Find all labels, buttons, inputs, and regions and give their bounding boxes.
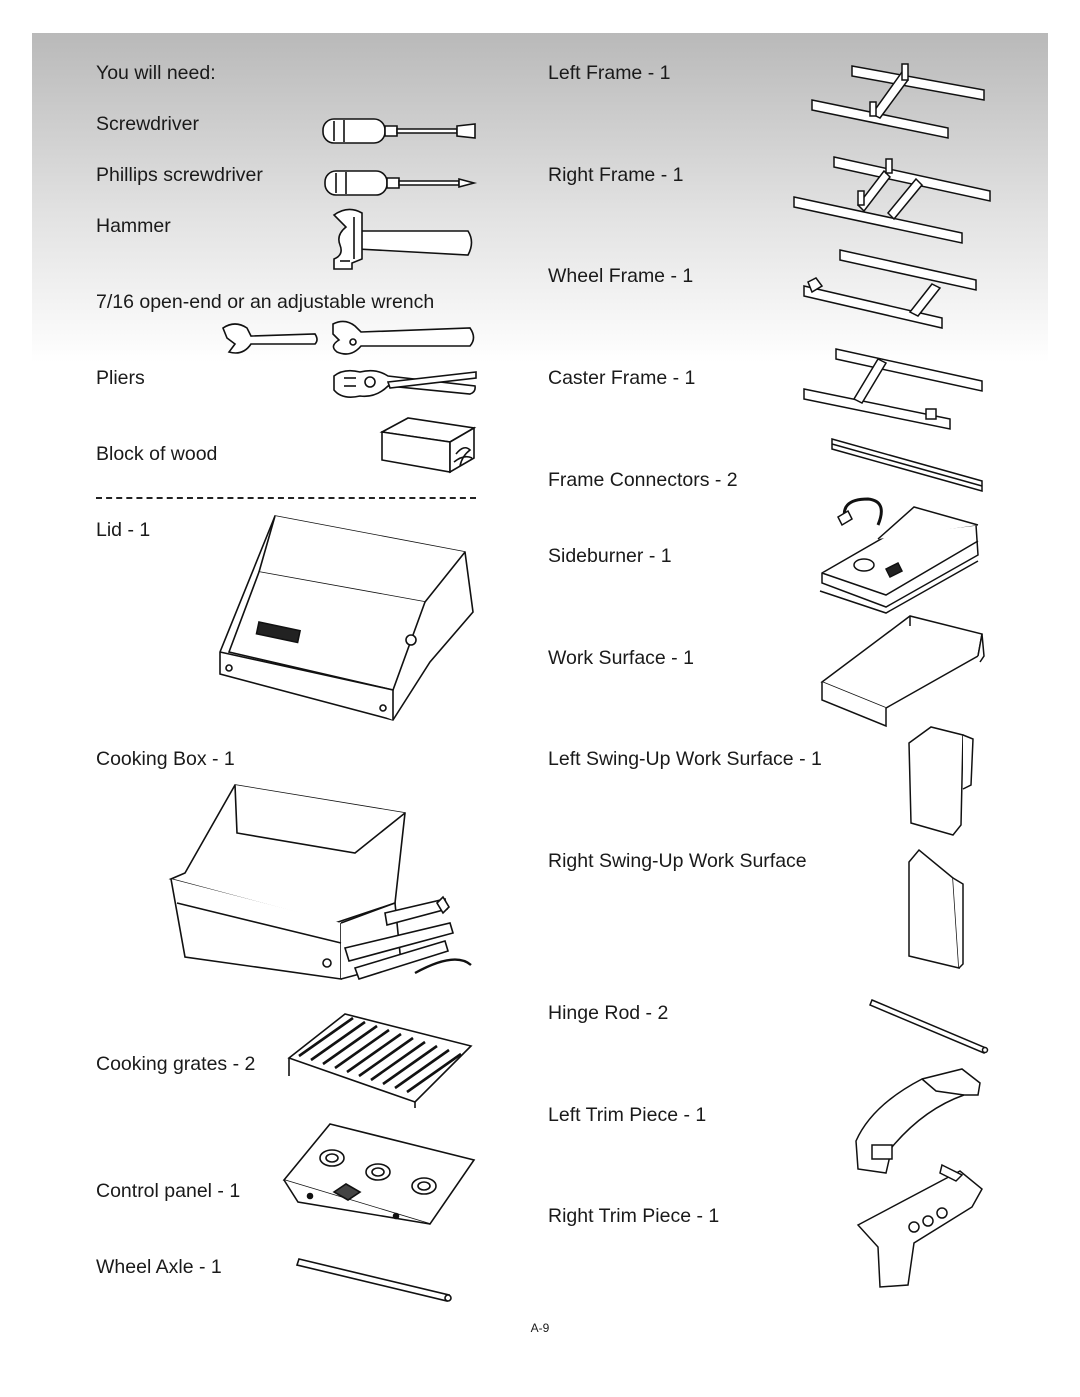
lid-icon (215, 512, 480, 724)
left-swing-up-label: Left Swing-Up Work Surface - 1 (548, 748, 822, 770)
pliers-icon (330, 362, 480, 404)
right-frame-icon (790, 155, 994, 245)
left-trim-label: Left Trim Piece - 1 (548, 1104, 707, 1126)
wheel-frame-icon (800, 246, 980, 332)
hammer-label: Hammer (96, 215, 171, 237)
right-swing-up-label: Right Swing-Up Work Surface (548, 850, 807, 872)
hinge-rod-label: Hinge Rod - 2 (548, 1002, 669, 1024)
cooking-box-label: Cooking Box - 1 (96, 748, 235, 770)
control-panel-label: Control panel - 1 (96, 1180, 241, 1202)
wheel-axle-icon (295, 1255, 455, 1305)
frame-connectors-label: Frame Connectors - 2 (548, 469, 738, 491)
block-of-wood-label: Block of wood (96, 443, 218, 465)
cooking-grate-icon (285, 1010, 475, 1110)
phillips-screwdriver-icon (322, 168, 482, 198)
phillips-screwdriver-label: Phillips screwdriver (96, 164, 263, 186)
frame-connector-icon (830, 435, 985, 495)
wheel-axle-label: Wheel Axle - 1 (96, 1256, 222, 1278)
page-number: A-9 (530, 1321, 550, 1335)
cooking-box-icon (165, 773, 480, 998)
screwdriver-icon (320, 116, 480, 146)
right-trim-label: Right Trim Piece - 1 (548, 1205, 720, 1227)
caster-frame-icon (800, 345, 984, 431)
you-will-need-heading: You will need: (96, 62, 216, 84)
lid-label: Lid - 1 (96, 519, 151, 541)
wrench-label: 7/16 open-end or an adjustable wrench (96, 291, 435, 313)
section-divider (96, 497, 476, 499)
left-frame-icon (808, 62, 988, 146)
left-trim-piece-icon (852, 1065, 987, 1177)
hammer-icon (328, 205, 478, 273)
pliers-label: Pliers (96, 367, 145, 389)
cooking-grates-label: Cooking grates - 2 (96, 1053, 256, 1075)
right-swing-up-surface-icon (905, 848, 967, 972)
block-of-wood-icon (378, 414, 478, 476)
work-surface-label: Work Surface - 1 (548, 647, 694, 669)
left-frame-label: Left Frame - 1 (548, 62, 671, 84)
sideburner-icon (818, 495, 986, 620)
caster-frame-label: Caster Frame - 1 (548, 367, 696, 389)
sideburner-label: Sideburner - 1 (548, 545, 672, 567)
screwdriver-label: Screwdriver (96, 113, 199, 135)
hinge-rod-icon (868, 998, 990, 1056)
control-panel-icon (280, 1120, 478, 1230)
right-frame-label: Right Frame - 1 (548, 164, 684, 186)
left-swing-up-surface-icon (905, 725, 977, 837)
wheel-frame-label: Wheel Frame - 1 (548, 265, 694, 287)
wrench-icon (215, 318, 480, 358)
work-surface-icon (818, 612, 986, 730)
right-trim-piece-icon (852, 1163, 987, 1291)
